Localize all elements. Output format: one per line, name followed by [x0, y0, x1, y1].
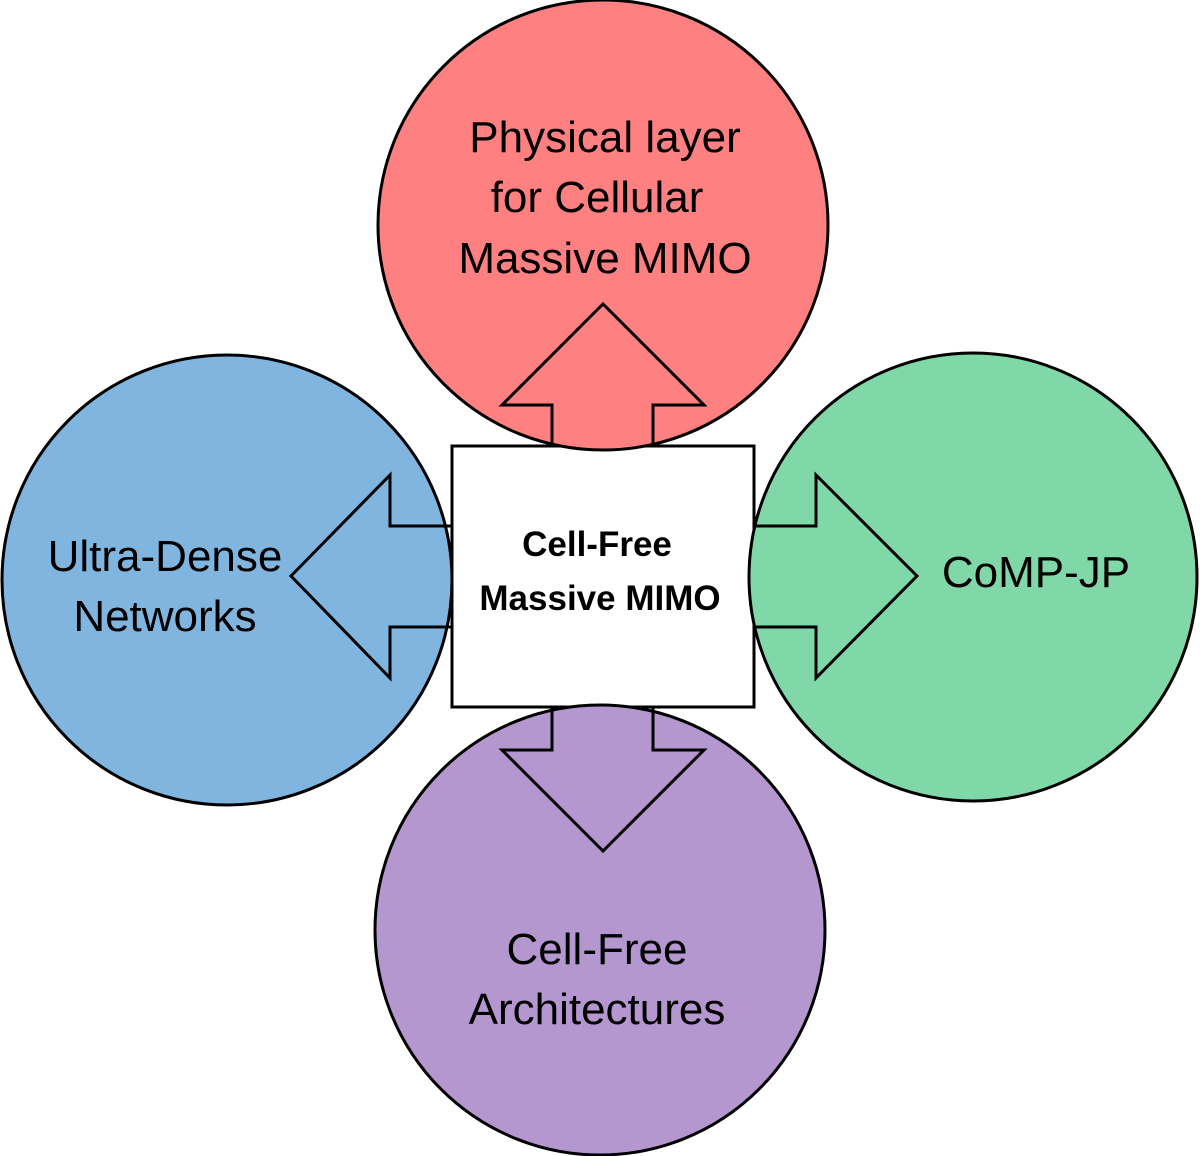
node-label-physical-layer-line3: Massive MIMO	[458, 234, 751, 283]
center-label-line2: Massive MIMO	[479, 579, 720, 618]
node-circle-ultra-dense-networks	[0, 353, 454, 807]
node-circle-comp-jp	[747, 351, 1199, 803]
arrow-to-bottom	[498, 707, 708, 854]
node-label-physical-layer-line2: for Cellular	[491, 173, 704, 222]
node-label-cell-free-arch-line2: Architectures	[469, 985, 726, 1034]
arrow-to-right	[754, 471, 920, 682]
node-label-ultra-dense-line2: Networks	[73, 592, 256, 641]
node-label-ultra-dense-line1: Ultra-Dense	[48, 532, 283, 581]
center-box	[450, 444, 756, 709]
node-label-comp-jp: CoMP-JP	[942, 548, 1130, 597]
node-circle-cell-free-architectures	[373, 703, 827, 1156]
arrow-to-top	[498, 301, 708, 446]
arrow-to-left	[288, 471, 452, 682]
node-label-cell-free-arch-line1: Cell-Free	[507, 925, 688, 974]
node-circle-physical-layer	[376, 0, 830, 452]
node-label-physical-layer-line1: Physical layer	[469, 113, 740, 162]
center-label-line1: Cell-Free	[522, 525, 672, 564]
